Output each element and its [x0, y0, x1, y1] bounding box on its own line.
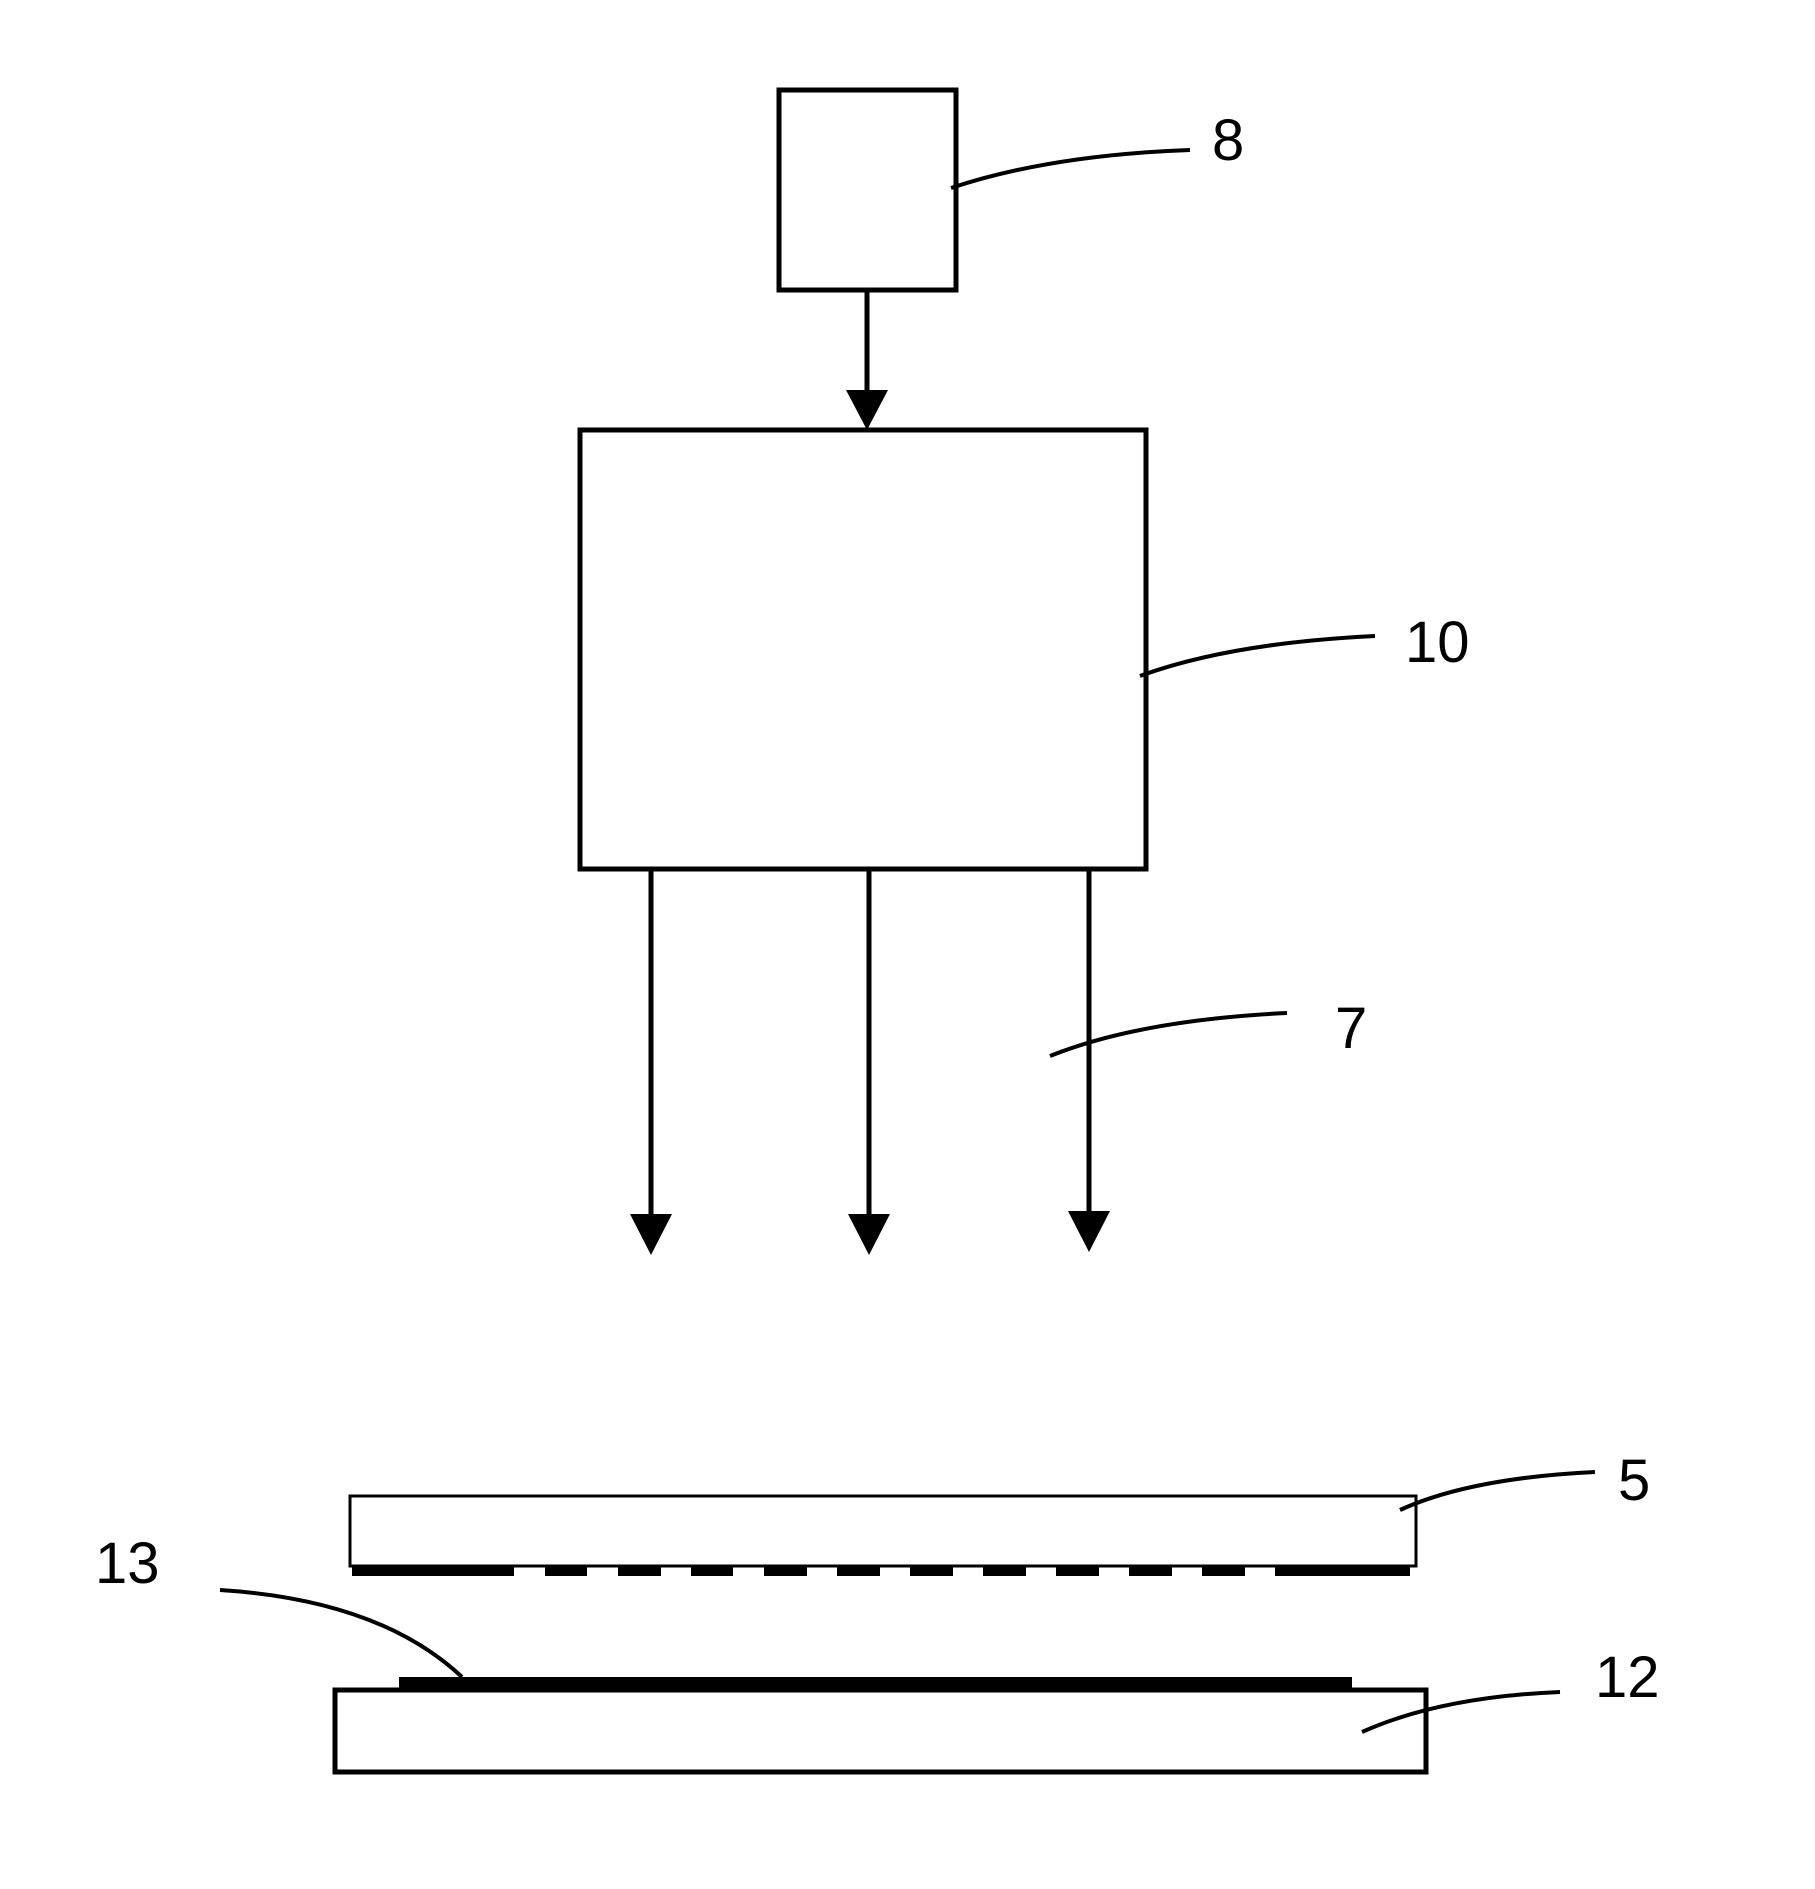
mask-pattern-segment — [618, 1566, 661, 1576]
leader-line-10 — [1140, 636, 1375, 676]
mask-pattern-segment — [1275, 1566, 1410, 1576]
mask-pattern-segment — [1056, 1566, 1099, 1576]
label-10: 10 — [1405, 610, 1470, 675]
beam-arrow-right-head — [1068, 1211, 1110, 1252]
label-7: 7 — [1335, 996, 1367, 1061]
mask-pattern-segment — [764, 1566, 807, 1576]
mask-pattern-segment — [352, 1566, 514, 1576]
leader-line-13 — [220, 1590, 462, 1677]
leader-line-8 — [951, 150, 1190, 188]
substrate-plate — [335, 1690, 1426, 1772]
leader-line-5 — [1400, 1472, 1595, 1510]
label-5: 5 — [1618, 1448, 1650, 1513]
leader-line-7 — [1050, 1013, 1287, 1056]
mask-pattern-segment — [691, 1566, 733, 1576]
label-12: 12 — [1595, 1645, 1660, 1710]
mask-plate — [350, 1496, 1416, 1566]
source-to-unit-arrowhead — [846, 390, 888, 430]
label-13: 13 — [95, 1531, 160, 1596]
beam-arrow-center-head — [848, 1214, 890, 1255]
mask-pattern-segment — [1202, 1566, 1245, 1576]
label-8: 8 — [1212, 108, 1244, 173]
leader-line-12 — [1362, 1692, 1560, 1732]
optics-unit-box — [580, 430, 1146, 869]
mask-pattern-segment — [837, 1566, 880, 1576]
beam-arrow-left-head — [630, 1214, 672, 1255]
mask-pattern-segment — [983, 1566, 1026, 1576]
mask-pattern-segment — [1129, 1566, 1172, 1576]
light-source-box — [779, 90, 956, 290]
mask-pattern-segment — [545, 1566, 587, 1576]
mask-pattern-segment — [910, 1566, 953, 1576]
